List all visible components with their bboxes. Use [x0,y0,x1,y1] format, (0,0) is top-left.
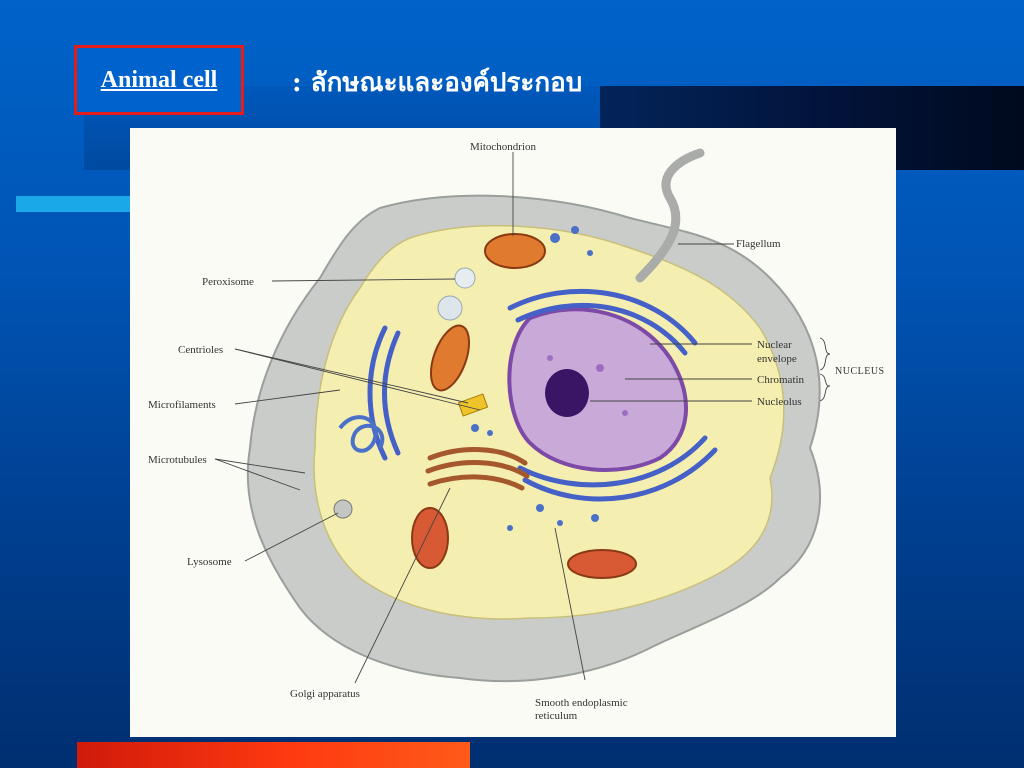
cell-diagram: Mitochondrion Flagellum Peroxisome Centr… [148,141,885,722]
bottom-accent-bar [77,742,470,768]
label-smooth-er-2: reticulum [535,710,578,722]
flagellum-shape [635,148,705,283]
label-nucleolus: Nucleolus [757,396,802,408]
mitochondria [411,233,637,579]
vesicles [471,226,599,531]
label-golgi: Golgi apparatus [290,688,360,700]
animal-cell-figure: Mitochondrion Flagellum Peroxisome Centr… [130,128,896,737]
label-nucleus-group: NUCLEUS [835,366,885,377]
label-flagellum: Flagellum [736,238,781,250]
label-microfilaments: Microfilaments [148,399,216,411]
rough-er [367,289,718,502]
slide-subtitle: : ลักษณะและองค์ประกอบ [292,68,583,98]
peroxisome-shape [454,267,476,289]
label-nuclear-envelope-2: envelope [757,353,797,365]
smooth-er-tangle [338,415,385,453]
label-peroxisome: Peroxisome [202,276,254,288]
golgi-stacks [425,447,530,491]
title-link[interactable]: Animal cell [100,66,218,93]
label-nuclear-envelope-1: Nuclear [757,339,792,351]
label-centrioles: Centrioles [178,344,223,356]
accent-stripe [16,196,136,212]
nucleus-envelope [507,307,688,472]
centriole-shape [457,393,489,417]
label-mitochondrion: Mitochondrion [470,141,536,153]
title-box: Animal cell [74,45,244,115]
label-microtubules: Microtubules [148,454,207,466]
leader-lines [214,152,831,684]
label-smooth-er-1: Smooth endoplasmic [535,697,628,709]
nucleolus-shape [545,369,589,417]
label-chromatin: Chromatin [757,374,805,386]
lysosome-shape [333,499,353,519]
label-lysosome: Lysosome [187,556,232,568]
